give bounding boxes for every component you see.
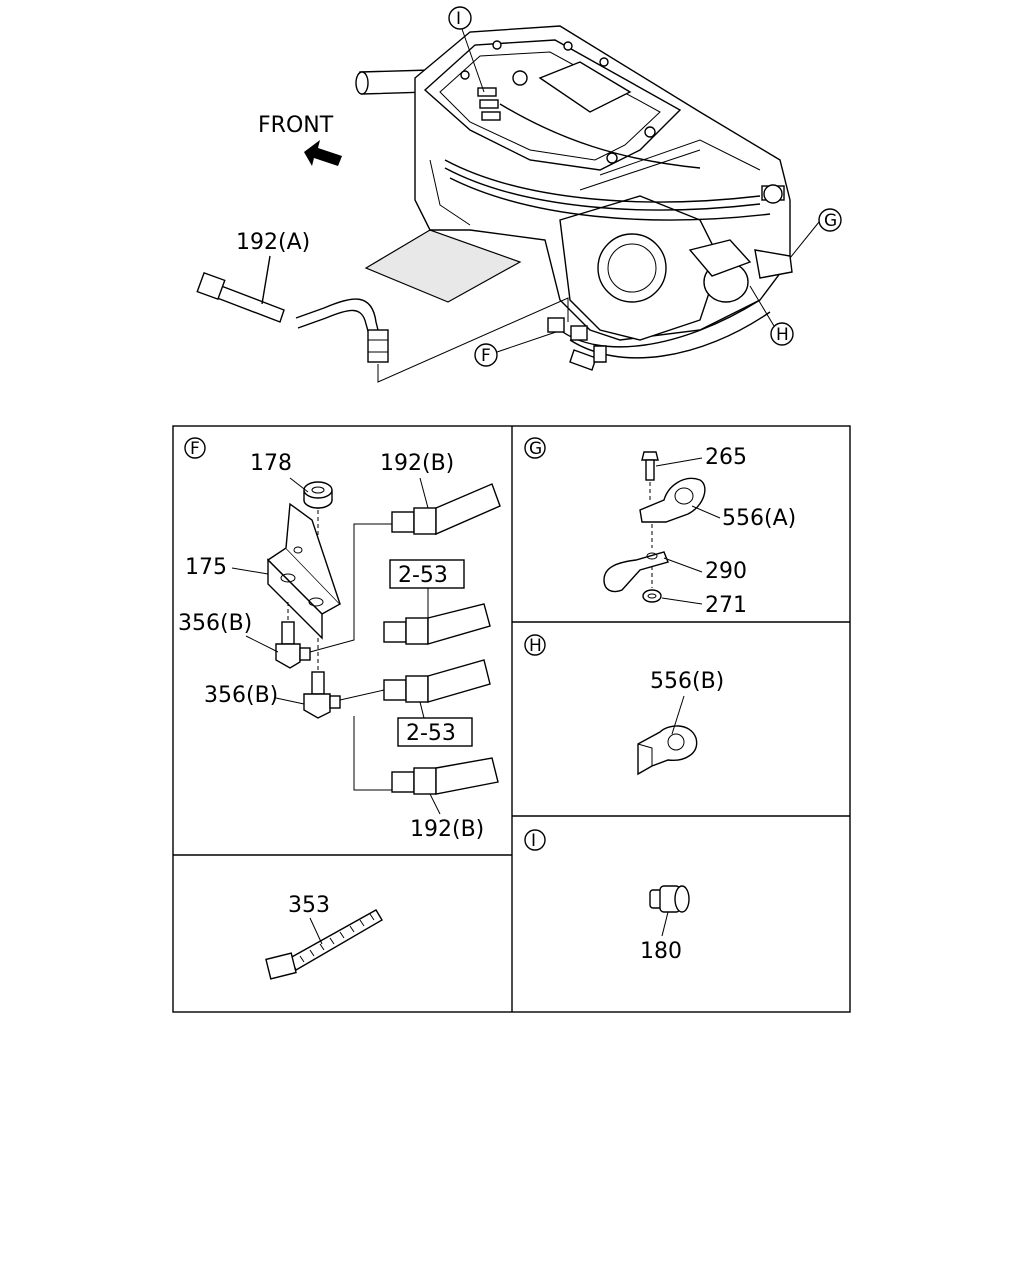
callout-h <box>770 322 794 346</box>
ref-253-upper: 2-53 <box>398 563 448 588</box>
label-356b-lower: 356(B) <box>204 683 278 708</box>
label-178: 178 <box>250 451 292 476</box>
label-175: 175 <box>185 555 227 580</box>
panel-i-tag <box>524 829 546 851</box>
callout-g <box>818 208 842 232</box>
hose-192b-lower <box>391 757 499 795</box>
panel-f-tag <box>184 437 206 459</box>
ref-box-lower <box>397 717 473 747</box>
panel-g-tag <box>524 437 546 459</box>
label-556b: 556(B) <box>650 669 724 694</box>
hose-253-lower <box>383 659 491 703</box>
panel-h-tag <box>524 634 546 656</box>
panel-g-tag-text: G <box>529 439 542 459</box>
hose-192b-upper <box>391 483 501 536</box>
callout-f <box>474 343 498 367</box>
callout-h-text: H <box>776 325 789 345</box>
panel-i-tag-text: I <box>531 831 536 851</box>
front-arrow-icon <box>304 140 342 166</box>
label-353: 353 <box>288 893 330 918</box>
panel-i: I 180 <box>524 829 690 964</box>
panel-h-tag-text: H <box>529 636 542 656</box>
hose-253-upper <box>383 603 491 645</box>
panel-h: H 556(B) <box>524 634 724 776</box>
ref-box-upper <box>389 559 465 589</box>
detail-panels-frame <box>172 425 851 1013</box>
label-265: 265 <box>705 445 747 470</box>
panel-g: G 265 556(A) 290 271 <box>524 437 796 618</box>
panel-f: F 178 175 356(B) 356(B) <box>178 437 501 842</box>
callout-i <box>448 6 472 30</box>
label-192b-upper: 192(B) <box>380 451 454 476</box>
callout-g-text: G <box>824 211 837 231</box>
hose-192a <box>196 271 389 363</box>
label-192b-lower: 192(B) <box>410 817 484 842</box>
front-label: FRONT <box>258 113 334 138</box>
label-271: 271 <box>705 593 747 618</box>
panel-f-tag-text: F <box>190 439 200 459</box>
label-180: 180 <box>640 939 682 964</box>
transmission-assembly <box>355 25 793 371</box>
callout-i-text: I <box>456 9 461 29</box>
ref-253-lower: 2-53 <box>406 721 456 746</box>
callout-f-text: F <box>481 346 491 366</box>
label-290: 290 <box>705 559 747 584</box>
panel-cable-tie: 353 <box>265 893 383 980</box>
label-356b-upper: 356(B) <box>178 611 252 636</box>
label-192a: 192(A) <box>236 230 310 255</box>
label-556a: 556(A) <box>722 506 796 531</box>
